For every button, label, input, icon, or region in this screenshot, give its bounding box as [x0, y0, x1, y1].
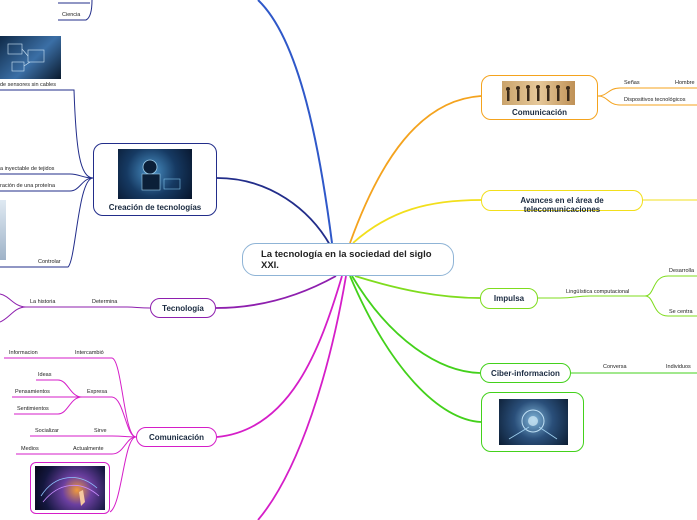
node-image-touch[interactable]	[30, 462, 110, 514]
link-com-image	[109, 436, 137, 513]
node-ciber[interactable]: Ciber-informacion	[480, 363, 571, 383]
branch-avances	[352, 199, 482, 244]
label-dispositivos[interactable]: Dispositivos tecnológicos	[624, 97, 686, 103]
hand-touch-image	[35, 466, 105, 510]
node-image-ai[interactable]	[481, 392, 584, 452]
label-ideas[interactable]: Ideas	[38, 372, 52, 378]
branch-ciber	[351, 275, 481, 374]
link-creacion-controlar	[0, 177, 94, 268]
link-historia-up	[0, 293, 27, 308]
node-comunicacion-right-title: Comunicación	[511, 108, 568, 117]
label-informacion[interactable]: Informacion	[9, 350, 38, 356]
link-creacion-ciencia	[58, 0, 93, 21]
link-com-sirve	[88, 435, 137, 438]
branch-top-blue	[257, 0, 333, 244]
node-comunicacion-left[interactable]: Comunicación	[136, 427, 217, 447]
node-creacion[interactable]: Creación de tecnologías	[93, 143, 217, 216]
label-linguistica[interactable]: Lingüística computacional	[566, 289, 630, 295]
node-tecnologia-title: Tecnología	[162, 304, 204, 313]
link-comunicacion-dispositivos	[597, 95, 697, 106]
link-com-expresa	[82, 396, 137, 438]
link-tecnologia-determina	[86, 306, 151, 309]
link-linguistica-secentra	[644, 295, 697, 317]
node-avances-title: Avances en el área de telecomunicaciones	[520, 196, 604, 214]
central-topic-title: La tecnología en la sociedad del siglo X…	[261, 249, 432, 271]
label-la-historia[interactable]: La historia	[30, 299, 56, 305]
label-expresa[interactable]: Expresa	[87, 389, 108, 395]
branch-comunicacion-right	[349, 95, 482, 244]
link-creacion-spine	[0, 89, 94, 179]
branch-tecnologia	[215, 275, 337, 309]
link-comunicacion-senas	[597, 87, 650, 97]
central-topic[interactable]: La tecnología en la sociedad del siglo X…	[242, 243, 454, 276]
link-historia-down	[0, 306, 27, 323]
label-se-centra[interactable]: Se centra	[669, 309, 693, 315]
node-comunicacion-right[interactable]: Comunicación	[481, 75, 598, 120]
link-expresa-ideas	[36, 379, 83, 398]
link-com-intercambio	[70, 357, 137, 438]
node-avances[interactable]: Avances en el área de telecomunicaciones	[481, 190, 643, 214]
label-hombre[interactable]: Hombre	[675, 80, 695, 86]
label-individuos[interactable]: Individuos	[666, 364, 691, 370]
link-linguistica-desarrolla	[644, 275, 697, 297]
label-medios[interactable]: Medios	[21, 446, 39, 452]
label-actualmente[interactable]: Actualmente	[73, 446, 104, 452]
label-sentimientos[interactable]: Sentimientos	[17, 406, 49, 412]
node-impulsa-title: Impulsa	[493, 294, 525, 303]
branch-creacion	[216, 177, 331, 246]
people-evolution-image	[502, 81, 575, 105]
link-com-actualmente	[70, 436, 137, 455]
link-impulsa-linguistica	[527, 295, 645, 299]
link-creacion-tejidos	[0, 173, 94, 179]
sensor-image	[0, 36, 61, 79]
label-senas[interactable]: Señas	[624, 80, 640, 86]
node-tecnologia[interactable]: Tecnología	[150, 298, 216, 318]
branch-impulsa	[354, 275, 481, 299]
node-impulsa[interactable]: Impulsa	[480, 288, 538, 309]
label-sirve[interactable]: Sirve	[94, 428, 107, 434]
node-ciber-title: Ciber-informacion	[491, 369, 560, 378]
label-desarrolla[interactable]: Desarrolla	[669, 268, 695, 274]
digital-brain-image	[499, 399, 568, 445]
branch-image-green	[349, 275, 482, 423]
branch-bottom-magenta	[257, 275, 347, 520]
label-intercambio[interactable]: Intercambió	[75, 350, 104, 356]
label-proteina[interactable]: ración de una proteína	[0, 183, 56, 189]
lab-technology-image	[118, 149, 192, 199]
link-creacion-proteina	[0, 177, 94, 192]
label-tejidos[interactable]: a inyectable de tejidos	[0, 166, 55, 172]
label-ciencia[interactable]: Ciencia	[62, 12, 81, 18]
node-creacion-title: Creación de tecnologías	[108, 203, 202, 212]
label-controlar[interactable]: Controlar	[38, 259, 61, 265]
label-pensamientos[interactable]: Pensamientos	[15, 389, 50, 395]
label-determina[interactable]: Determina	[92, 299, 118, 305]
label-conversa[interactable]: Conversa	[603, 364, 627, 370]
label-sensores[interactable]: de sensores sin cables	[0, 82, 56, 88]
robot-image	[0, 200, 6, 260]
node-comunicacion-left-title: Comunicación	[148, 433, 205, 442]
label-socializar[interactable]: Socializar	[35, 428, 59, 434]
branch-comunicacion-left	[216, 275, 343, 438]
link-expresa-sentimientos	[14, 396, 83, 415]
